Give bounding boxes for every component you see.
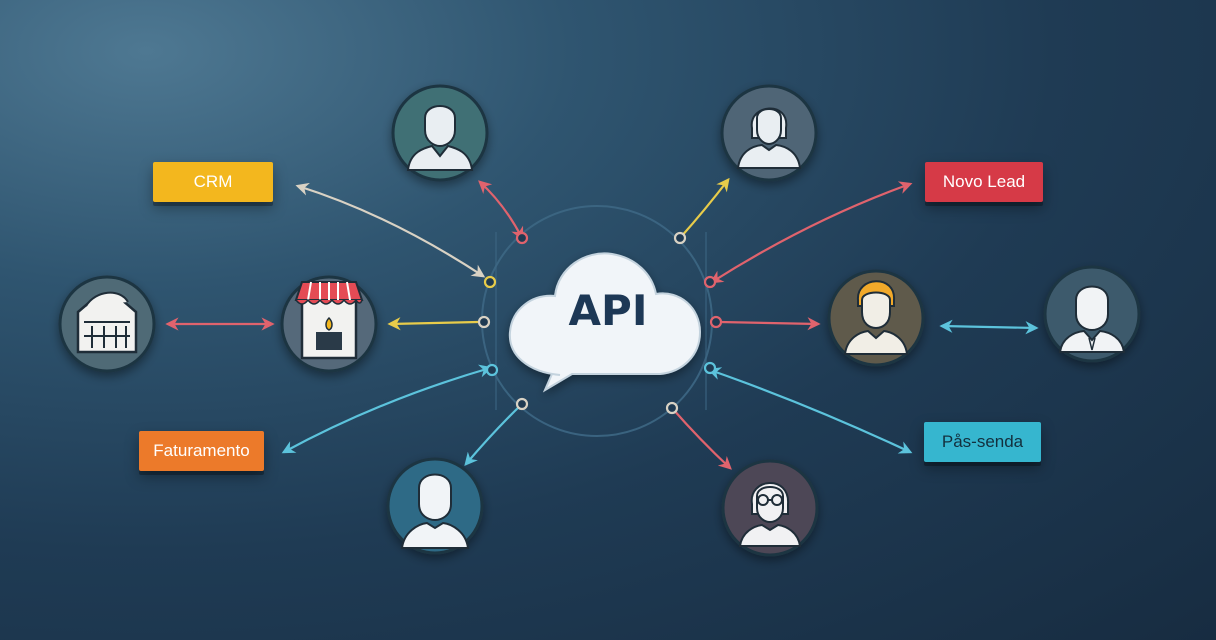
hub-frame: [495, 232, 707, 410]
connector-user-right: [718, 317, 821, 331]
connector-store: [387, 317, 480, 331]
connector-user-right-far: [939, 319, 1039, 335]
user-glasses-avatar-icon: [721, 459, 819, 557]
user-tie-avatar-icon: [1043, 265, 1141, 363]
port-dot: [665, 401, 679, 415]
user-female-avatar-icon: [720, 84, 818, 182]
connector-faturamento: [281, 364, 493, 454]
user-avatar-icon: [391, 84, 489, 182]
user-orange-hair-avatar-icon: [827, 269, 925, 367]
connector-user-top-left: [478, 180, 524, 241]
warehouse-icon: [58, 275, 156, 373]
port-dot: [483, 275, 497, 289]
api-label: API: [568, 286, 648, 335]
port-dot: [515, 231, 529, 245]
port-dot: [515, 397, 529, 411]
tag-pos-venda: Pås-senda: [924, 422, 1041, 462]
port-dot: [673, 231, 687, 245]
storefront-icon: [280, 275, 378, 373]
tag-novo-lead: Novo Lead: [925, 162, 1043, 202]
connector-user-top-right: [678, 177, 730, 240]
connector-user-bottom-right: [670, 406, 732, 470]
connector-pos-venda: [707, 367, 913, 454]
connector-crm: [295, 182, 486, 278]
port-dot: [703, 361, 717, 375]
tag-crm: CRM: [153, 162, 273, 202]
port-dot: [703, 275, 717, 289]
port-dot: [477, 315, 491, 329]
port-dot: [709, 315, 723, 329]
connector-novo-lead: [709, 181, 913, 284]
user-avatar-icon: [386, 457, 484, 555]
tag-faturamento: Faturamento: [139, 431, 264, 471]
port-dot: [485, 363, 499, 377]
connector-user-bottom-left: [464, 402, 524, 467]
cloud-icon: [508, 252, 702, 393]
